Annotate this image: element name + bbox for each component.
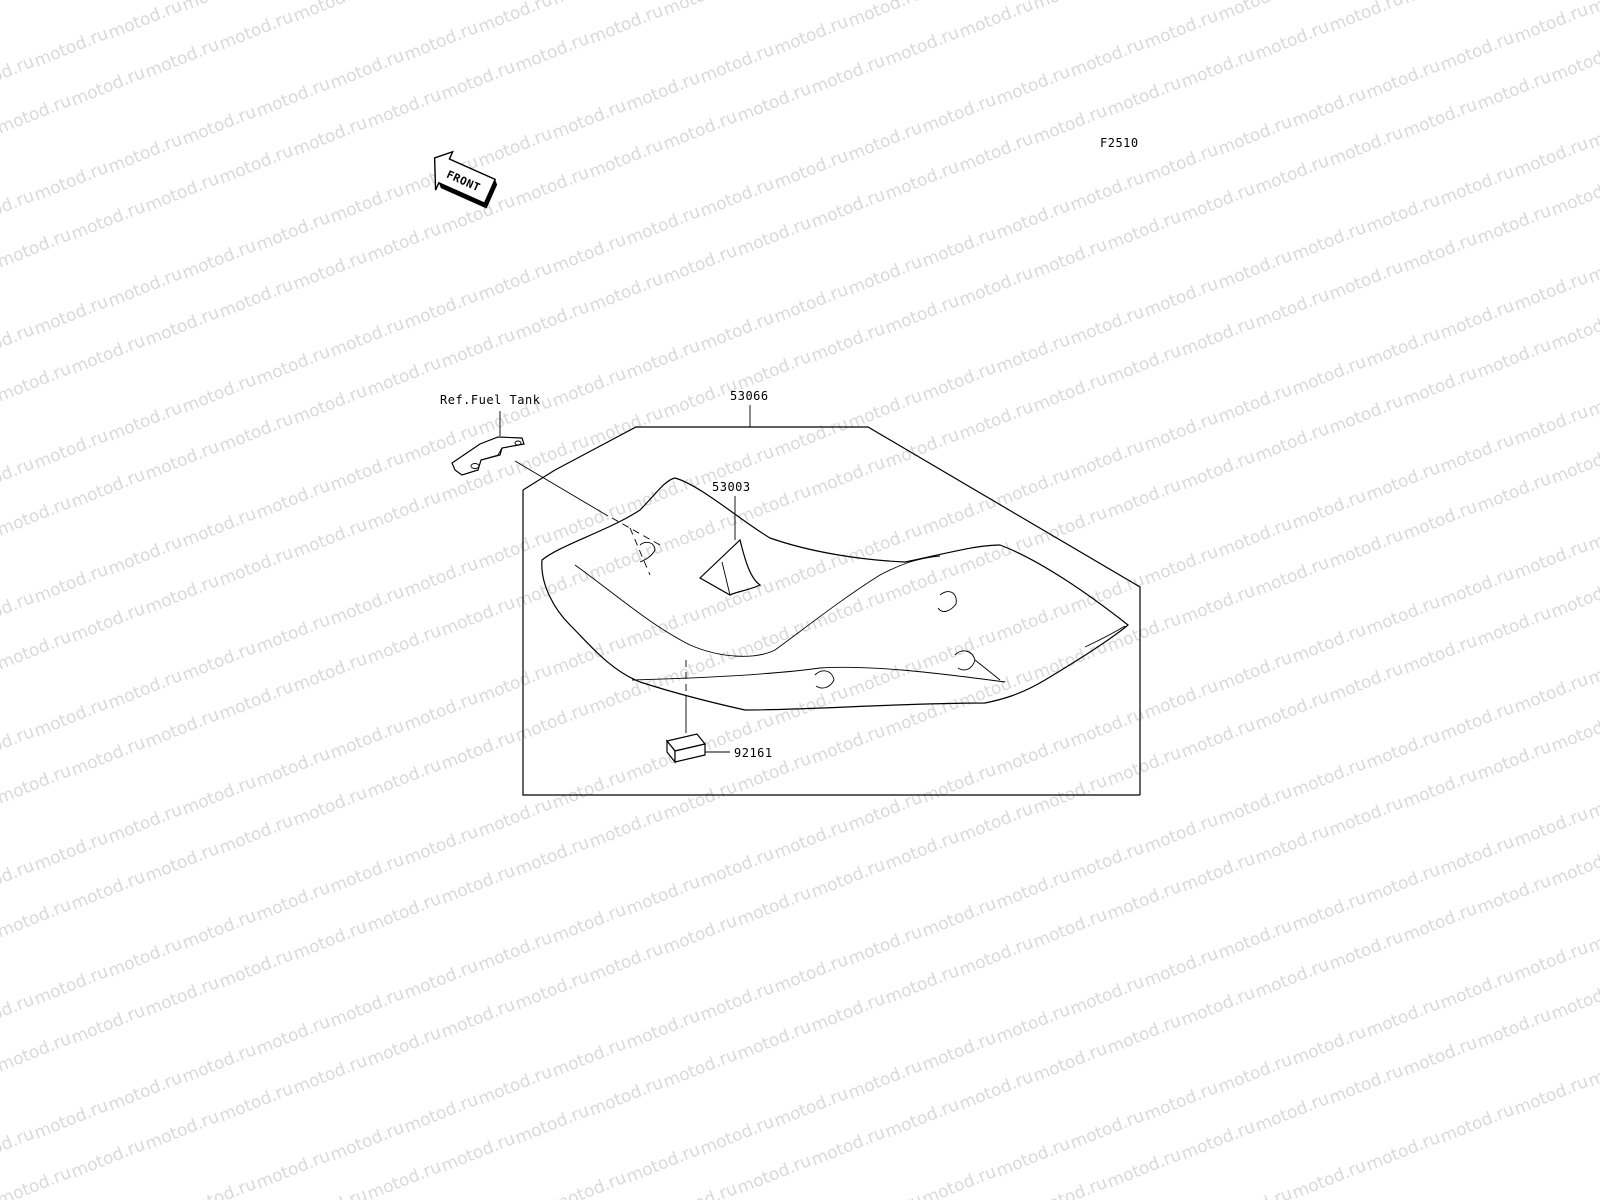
front-arrow-icon: FRONT xyxy=(433,150,498,209)
pad-part xyxy=(665,733,707,764)
fuel-tank-bracket xyxy=(451,436,525,476)
bracket-leader-line xyxy=(514,460,609,517)
pad-label: 92161 xyxy=(734,746,773,760)
seat-body xyxy=(541,477,1129,711)
ref-fuel-tank-label: Ref.Fuel Tank xyxy=(440,393,541,407)
assembly-frame xyxy=(522,426,1141,796)
seat-cover-label: 53003 xyxy=(712,480,751,494)
figure-code: F2510 xyxy=(1100,136,1139,150)
seat-assembly-label: 53066 xyxy=(730,389,769,403)
bracket-dashed-line xyxy=(611,517,661,546)
